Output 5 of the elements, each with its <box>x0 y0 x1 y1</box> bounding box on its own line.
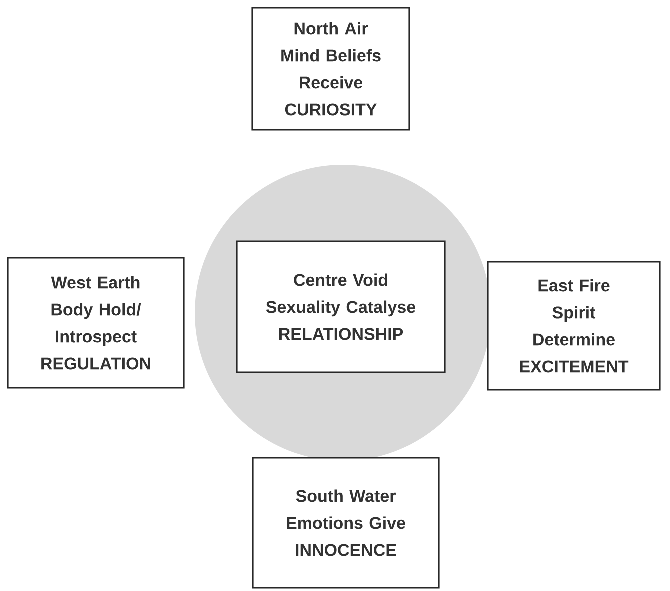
text-box: East Fire Spirit Determine EXCITEMENT <box>487 261 661 391</box>
text-box: Centre Void Sexuality Catalyse RELATIONSHIP <box>236 240 446 374</box>
text-box: West Earth Body Hold/ Introspect REGULATION <box>7 257 185 389</box>
text-box: South Water Emotions Give INNOCENCE <box>252 457 440 589</box>
text-box: North Air Mind Beliefs Receive CURIOSITY <box>252 7 410 131</box>
